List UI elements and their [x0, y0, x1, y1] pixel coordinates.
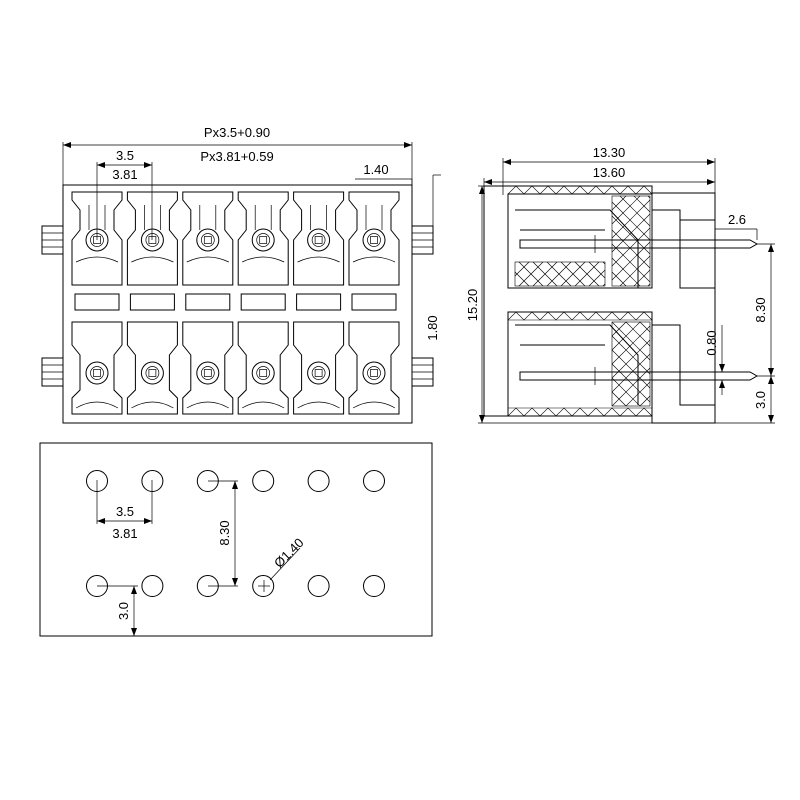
pin-upper: [519, 239, 759, 249]
pcb-label-row-spacing: 8.30: [217, 520, 232, 545]
terminal-cells: [71, 191, 400, 415]
dim-pin-length: 2.6: [715, 212, 758, 240]
screw-head: [140, 228, 164, 252]
terminal-upper: [126, 191, 178, 286]
pcb-dim-pitch: 3.5 3.81: [96, 480, 153, 541]
dim-pitch: 3.5 3.81: [96, 148, 153, 240]
screw-head: [196, 228, 220, 252]
pcb-hole: [363, 575, 385, 597]
pcb-hole: [141, 470, 164, 492]
hatch-mid-band: [507, 311, 653, 321]
terminal-lower: [348, 321, 400, 415]
label-side-height: 15.20: [465, 289, 480, 322]
pins: [519, 235, 759, 385]
pcb-hole: [307, 575, 330, 597]
side-view: 13.30 13.60 15.20 2.6 8.30 0.80: [465, 145, 775, 424]
label-side-width-alt: 13.60: [593, 165, 626, 180]
dim-overall-width: Px3.5+0.90 Px3.81+0.59: [62, 125, 413, 185]
front-view: Px3.5+0.90 Px3.81+0.59 3.5 3.81 1.40 1.8…: [41, 125, 441, 424]
screw-head: [85, 361, 109, 385]
screw-head: [251, 361, 275, 385]
screw-head: [251, 228, 275, 252]
pcb-hole: [252, 575, 275, 597]
terminal-upper: [182, 191, 234, 286]
pcb-hole: [307, 470, 330, 492]
marker-window: [351, 293, 397, 311]
label-pitch: 3.5: [116, 148, 134, 163]
pcb-dim-hole: Ø1.40: [269, 535, 307, 581]
side-upper-body: [507, 185, 715, 289]
pin-lower: [519, 371, 759, 381]
front-housing-outline: [62, 184, 413, 424]
terminal-lower: [293, 321, 345, 415]
pcb-dim-edge-offset: 3.0: [97, 585, 138, 636]
marker-window: [74, 293, 120, 311]
side-lower-body: [507, 311, 715, 417]
terminal-upper: [293, 191, 345, 286]
marker-window: [240, 293, 286, 311]
terminal-upper: [237, 191, 289, 286]
pcb-label-edge-offset: 3.0: [116, 602, 131, 620]
dim-side-height: 15.20: [465, 185, 715, 424]
label-bottom-offset: 3.0: [753, 391, 768, 409]
dim-pin-diameter: 0.80: [704, 325, 725, 395]
pcb-hole: [252, 470, 275, 492]
dim-row-spacing: 8.30: [753, 243, 775, 377]
screw-head: [362, 228, 386, 252]
dim-side-width: 13.30 13.60: [483, 145, 716, 195]
screw-head: [196, 361, 220, 385]
label-pin-length: 2.6: [728, 212, 746, 227]
terminal-lower: [126, 321, 178, 415]
screw-head: [362, 361, 386, 385]
label-row-gap: 1.80: [425, 315, 440, 340]
pcb-dim-row-spacing: 8.30: [208, 480, 238, 587]
screw-head: [307, 228, 331, 252]
label-side-width: 13.30: [593, 145, 626, 160]
label-pin-diameter: 0.80: [704, 330, 719, 355]
marker-window: [185, 293, 231, 311]
pcb-layout: 3.5 3.81 8.30 Ø1.40 3.0: [39, 442, 433, 637]
terminal-lower: [237, 321, 289, 415]
marker-window: [129, 293, 175, 311]
screw-head: [140, 361, 164, 385]
hatch-lower-block: [611, 321, 651, 407]
screw-head: [307, 361, 331, 385]
terminal-lower: [182, 321, 234, 415]
dim-row-gap: 1.80: [425, 174, 441, 386]
label-pitch-total: Px3.5+0.90: [204, 125, 270, 140]
pcb-hole: [363, 470, 385, 492]
terminal-lower: [71, 321, 123, 415]
terminal-upper: [71, 191, 123, 286]
label-pitch-total-alt: Px3.81+0.59: [200, 149, 273, 164]
pcb-hole: [141, 575, 164, 597]
pcb-outline: [39, 442, 433, 637]
pcb-label-pitch-alt: 3.81: [112, 526, 137, 541]
hatch-bottom-band: [507, 407, 653, 417]
pcb-label-hole-diameter: Ø1.40: [271, 535, 307, 571]
dim-edge-offset: 1.40: [355, 162, 413, 185]
label-edge-offset: 1.40: [363, 162, 388, 177]
label-pitch-alt: 3.81: [112, 167, 137, 182]
marker-window: [296, 293, 342, 311]
label-row-spacing: 8.30: [753, 297, 768, 322]
terminal-upper: [348, 191, 400, 286]
pcb-label-pitch: 3.5: [116, 504, 134, 519]
hatch-top-band: [507, 185, 653, 195]
dim-bottom-offset: 3.0: [715, 376, 775, 424]
